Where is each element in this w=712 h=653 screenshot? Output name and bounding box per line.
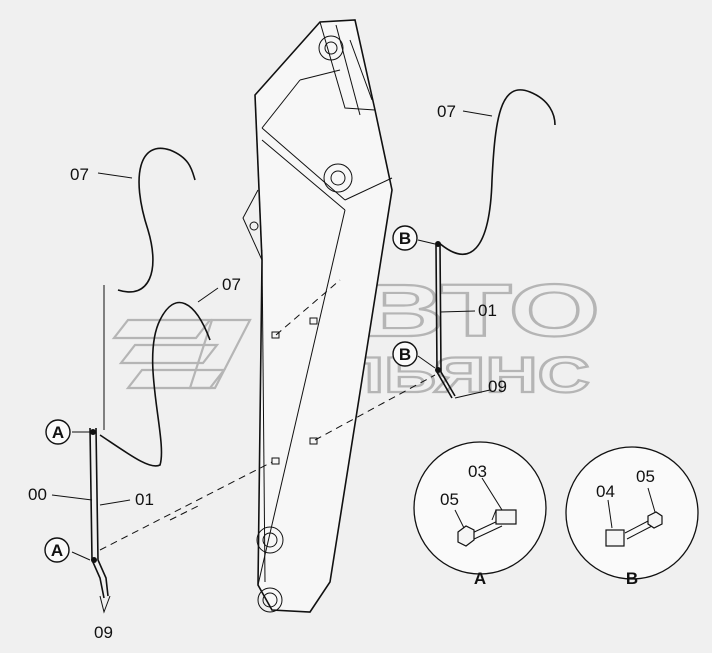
callout-09-bottom: 09 (94, 623, 113, 642)
callout-03-detail-a: 03 (468, 462, 487, 481)
detail-a-bolt-head (457, 525, 475, 547)
detail-a: 03 05 A (413, 441, 547, 588)
clamp-lower (271, 457, 280, 465)
detail-b-bolt-shaft (624, 519, 651, 534)
callout-07-middle: 07 (222, 275, 241, 294)
callout-01-left: 01 (135, 490, 154, 509)
detail-a-bolt-shaft (469, 519, 501, 535)
callout-leaders (51, 110, 493, 561)
marker-b-lower: B (392, 341, 418, 367)
callout-05-detail-a: 05 (440, 490, 459, 509)
boom-mid-pin (323, 163, 353, 193)
hoses (99, 89, 556, 467)
boom-foot-pin (257, 587, 283, 613)
marker-a-upper: A (45, 419, 71, 445)
leader-dashed (99, 279, 436, 551)
detail-b-caption: B (626, 569, 638, 588)
callout-07-left-upper: 07 (70, 165, 89, 184)
boom-arm (242, 19, 393, 613)
marker-a-upper-label: A (52, 423, 64, 442)
marker-b-lower-label: B (399, 345, 411, 364)
marker-a-lower-label: A (51, 541, 63, 560)
callout-01-right: 01 (478, 301, 497, 320)
detail-b: 04 05 B (565, 446, 699, 588)
hose-left-upper (117, 147, 196, 293)
left-pipe-assembly (89, 285, 111, 614)
detail-a-clip (495, 509, 517, 525)
hose-left-lower (99, 301, 211, 467)
callout-00-left: 00 (28, 485, 47, 504)
boom-lower-pin (256, 526, 284, 554)
watermark-logo (111, 318, 252, 390)
detail-b-bolt-head (647, 511, 663, 529)
marker-b-upper-label: B (399, 229, 411, 248)
callout-04-detail-b: 04 (596, 482, 615, 501)
callout-07-top-right: 07 (437, 102, 456, 121)
marker-a-lower: A (44, 537, 70, 563)
clamp-upper (271, 331, 280, 339)
callout-09-right: 09 (488, 377, 507, 396)
detail-b-nut (605, 529, 625, 547)
boom-top-pin (318, 35, 344, 61)
marker-b-upper: B (392, 225, 418, 251)
callout-05-detail-b: 05 (636, 467, 655, 486)
right-pipe-assembly (435, 241, 456, 399)
detail-a-caption: A (474, 569, 486, 588)
hose-right (437, 89, 556, 255)
